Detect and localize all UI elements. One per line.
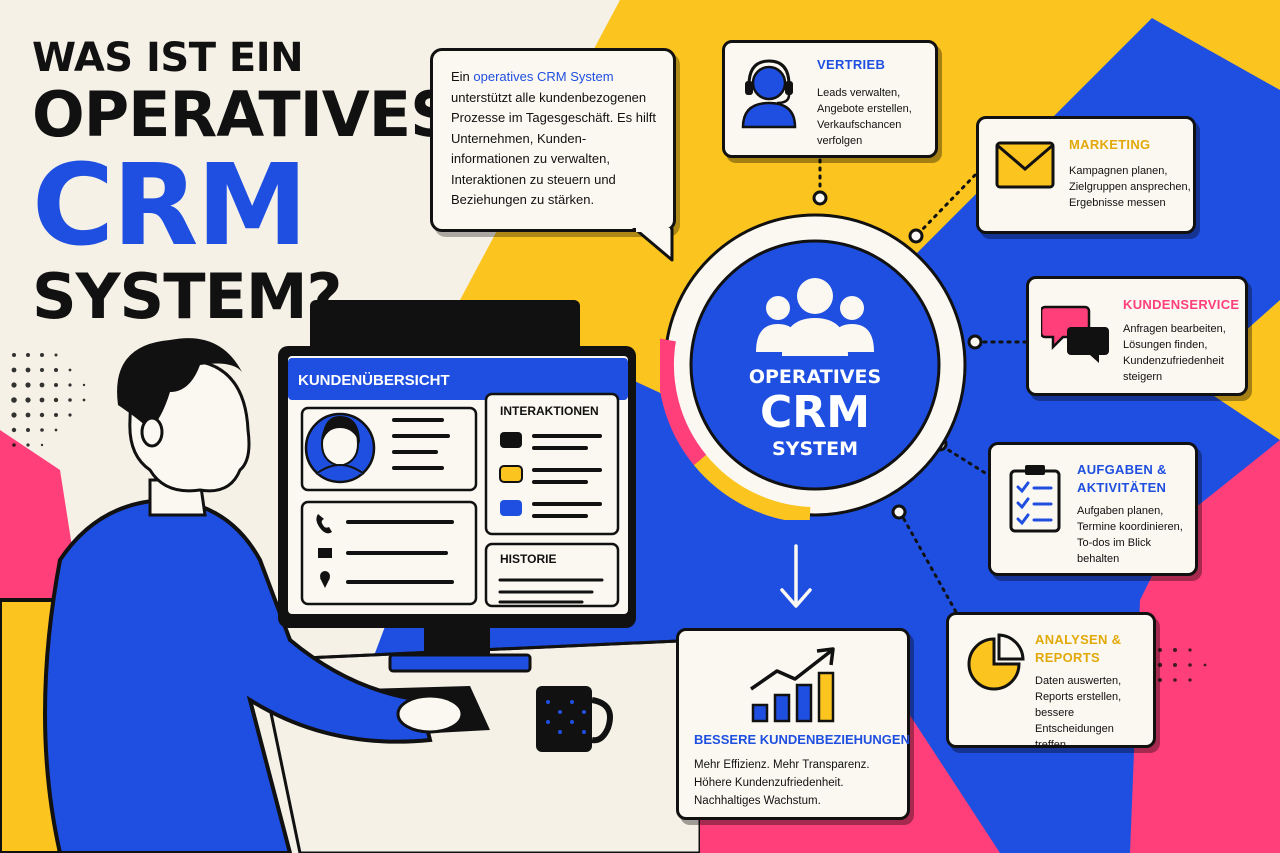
- chat-bubbles-icon: [1041, 305, 1109, 363]
- history-label: HISTORIE: [500, 552, 557, 566]
- aufgaben-title: AUFGABEN & AKTIVITÄTEN: [1077, 461, 1167, 497]
- intro-speech-bubble: Ein operatives CRM System unterstützt al…: [430, 48, 676, 232]
- headline-line2: OPERATIVES: [32, 78, 455, 151]
- pie-chart-icon: [967, 633, 1025, 691]
- intro-text: Ein operatives CRM System unterstützt al…: [451, 67, 657, 211]
- headline-line4: SYSTEM?: [32, 260, 343, 333]
- intro-body: unterstützt alle kundenbezogenen Prozess…: [451, 89, 656, 208]
- benefit-title: BESSERE KUNDENBEZIEHUNGEN: [694, 732, 910, 747]
- kundenservice-title: KUNDENSERVICE: [1123, 297, 1240, 312]
- envelope-icon: [995, 141, 1055, 189]
- module-card-vertrieb: VERTRIEB Leads verwalten, Angebote erste…: [722, 40, 938, 158]
- marketing-description: Kampagnen planen, Zielgruppen ansprechen…: [1069, 165, 1191, 209]
- aufgaben-title-line2: AKTIVITÄTEN: [1077, 480, 1167, 495]
- hub-line1: OPERATIVES: [748, 366, 882, 388]
- module-card-marketing: MARKETING Kampagnen planen, Zielgruppen …: [976, 116, 1196, 234]
- hub-line2: CRM: [760, 387, 870, 438]
- analysen-title-line1: ANALYSEN &: [1035, 632, 1122, 647]
- crm-hub: [660, 213, 967, 520]
- headset-agent-icon: [741, 59, 797, 129]
- monitor-title: KUNDENÜBERSICHT: [298, 372, 450, 389]
- module-card-aufgaben: AUFGABEN & AKTIVITÄTEN Aufgaben planen, …: [988, 442, 1198, 576]
- module-card-analysen: ANALYSEN & REPORTS Daten auswerten, Repo…: [946, 612, 1156, 751]
- interactions-label: INTERAKTIONEN: [500, 404, 599, 418]
- headline-line1: WAS IST EIN: [32, 35, 304, 81]
- intro-prefix: Ein: [451, 69, 474, 84]
- aufgaben-description: Aufgaben planen, Termine koordinieren, T…: [1077, 505, 1183, 565]
- analysen-title: ANALYSEN & REPORTS: [1035, 631, 1121, 667]
- marketing-title: MARKETING: [1069, 137, 1151, 152]
- benefit-card: [676, 628, 910, 820]
- hub-label: OPERATIVES CRM SYSTEM: [706, 366, 924, 460]
- page-headline: WAS IST EIN OPERATIVES CRM SYSTEM?: [32, 35, 455, 333]
- hub-line3: SYSTEM: [772, 438, 858, 460]
- speech-tail-icon: [632, 228, 674, 262]
- aufgaben-title-line1: AUFGABEN &: [1077, 462, 1167, 477]
- module-card-kundenservice: KUNDENSERVICE Anfragen bearbeiten, Lösun…: [1026, 276, 1248, 396]
- intro-highlight: operatives CRM System: [473, 69, 614, 84]
- headline-line3: CRM: [32, 141, 308, 271]
- benefit-description: Mehr Effizienz. Mehr Transparenz. Höhere…: [694, 759, 870, 807]
- vertrieb-title: VERTRIEB: [817, 57, 886, 72]
- analysen-title-line2: REPORTS: [1035, 650, 1100, 665]
- monitor-screen: [278, 346, 636, 628]
- vertrieb-description: Leads verwalten, Angebote erstellen, Ver…: [817, 87, 912, 147]
- kundenservice-description: Anfragen bearbeiten, Lösungen finden, Ku…: [1123, 323, 1226, 383]
- clipboard-checklist-icon: [1009, 465, 1061, 533]
- analysen-description: Daten auswerten, Reports erstellen, bess…: [1035, 675, 1122, 751]
- growth-chart-icon: [750, 647, 835, 723]
